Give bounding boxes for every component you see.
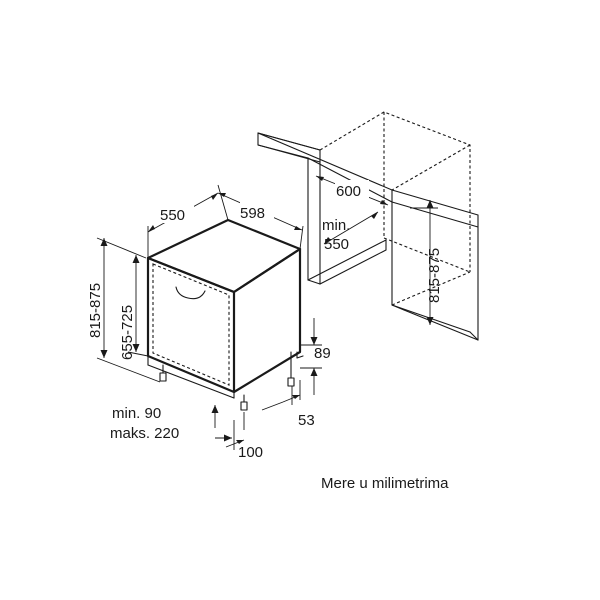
dimension-niche-width: 600 <box>315 175 389 206</box>
label-foot-offset: 53 <box>298 412 315 429</box>
dimension-height-outer: 815-875 <box>87 237 161 383</box>
dishwasher-body <box>146 218 304 411</box>
dimension-niche-height: 815-875 <box>410 200 443 325</box>
label-niche-depth-value: 550 <box>324 236 349 253</box>
dimension-plinth-height: 89 <box>300 318 331 395</box>
label-height-inner: 655-725 <box>119 305 136 360</box>
dimension-width: 598 <box>217 192 304 250</box>
label-niche-depth-prefix: min. <box>322 217 350 234</box>
label-niche-height: 815-875 <box>426 248 443 303</box>
label-setback-max: maks. 220 <box>110 425 179 442</box>
dimension-depth: 550 <box>147 184 229 258</box>
dimension-plinth-depth: 100 <box>225 412 263 461</box>
label-plinth-height: 89 <box>314 345 331 362</box>
dimension-niche-depth: min. 550 <box>322 211 379 253</box>
dimension-foot-offset: 53 <box>261 380 315 429</box>
label-width: 598 <box>240 205 265 222</box>
label-plinth-depth: 100 <box>238 444 263 461</box>
units-note: Mere u milimetrima <box>321 475 449 492</box>
label-niche-width: 600 <box>336 183 361 200</box>
label-height-outer: 815-875 <box>87 283 104 338</box>
dimension-height-inner: 655-725 <box>119 255 149 360</box>
niche-outline <box>257 111 479 341</box>
label-depth: 550 <box>160 207 185 224</box>
dimension-plinth-setback: min. 90 maks. 220 <box>110 405 232 442</box>
label-setback-min: min. 90 <box>112 405 161 422</box>
